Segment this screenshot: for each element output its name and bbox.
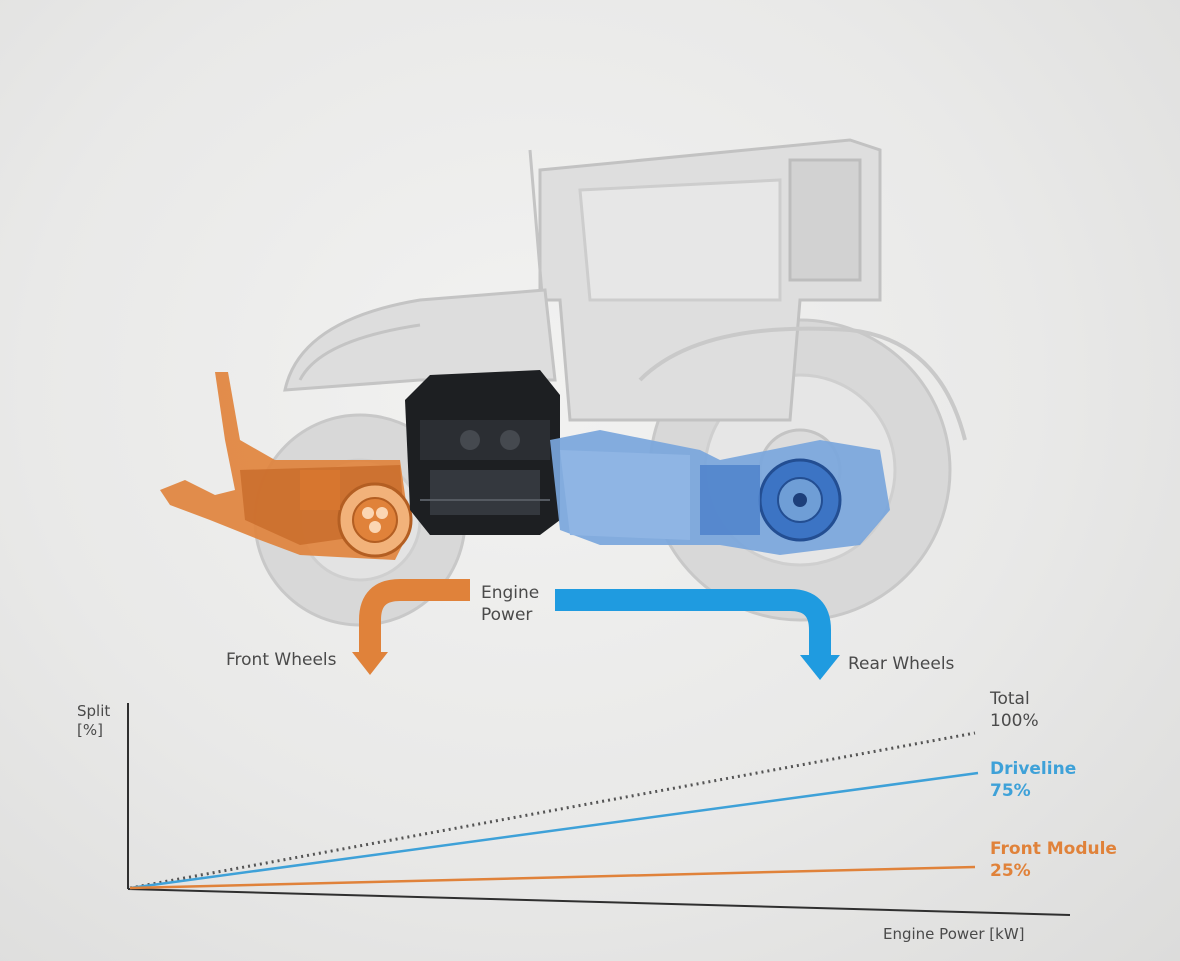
series-line-total xyxy=(129,731,976,890)
series-label-front-module: Front Module 25% xyxy=(990,838,1117,882)
engine-block xyxy=(405,370,560,535)
front-module-label: Front Module xyxy=(990,839,1117,859)
y-axis-label-line1: Split xyxy=(77,702,111,720)
front-module-value: 25% xyxy=(990,861,1031,881)
front-module xyxy=(160,372,413,560)
driveline-value: 75% xyxy=(990,781,1031,801)
total-label: Total xyxy=(990,689,1030,709)
x-axis-label: Engine Power [kW] xyxy=(883,925,1025,943)
series-line-front-module xyxy=(129,865,976,890)
engine-power-line2: Power xyxy=(481,605,533,625)
driveline-label: Driveline xyxy=(990,759,1077,779)
x-axis xyxy=(127,888,1071,916)
front-wheels-label: Front Wheels xyxy=(226,650,337,670)
series-line-driveline xyxy=(129,771,979,890)
front-power-arrow xyxy=(352,579,470,675)
rear-wheels-label: Rear Wheels xyxy=(848,654,955,674)
series-label-total: Total 100% xyxy=(990,688,1039,732)
engine-power-line1: Engine xyxy=(481,583,540,603)
y-axis-label-line2: [%] xyxy=(77,721,103,739)
series-label-driveline: Driveline 75% xyxy=(990,758,1076,802)
y-axis-label: Split [%] xyxy=(77,702,110,740)
driveline-gearbox xyxy=(550,430,890,555)
engine-power-label: Engine Power xyxy=(481,582,539,626)
total-value: 100% xyxy=(990,711,1039,731)
rear-power-arrow xyxy=(555,589,840,680)
